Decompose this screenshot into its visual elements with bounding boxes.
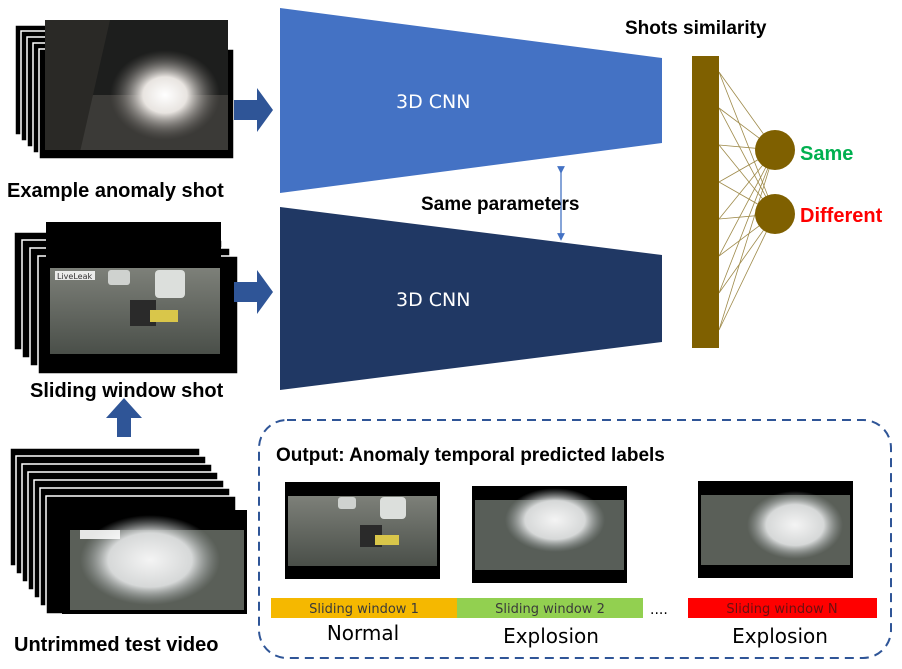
window-label-n: Sliding window N [726,602,837,617]
thumbnail-window-n [698,481,853,578]
cnn-top-label: 3D CNN [396,91,470,113]
same-parameters-label: Same parameters [421,194,579,215]
arrow-right-icon [234,270,273,314]
example-shot-stack [14,20,235,160]
cnn-bottom-label: 3D CNN [396,289,470,311]
prediction-1: Normal [327,621,399,645]
sliding-shot-label: Sliding window shot [30,380,224,402]
thumbnail-window-2 [472,486,627,583]
prediction-n: Explosion [732,624,828,648]
window-label-1: Sliding window 1 [309,602,419,617]
output-title: Output: Anomaly temporal predicted label… [276,445,665,466]
window-bar-n: Sliding window N [688,598,877,618]
different-node [755,194,795,234]
ellipsis-text: .... [650,602,668,618]
untrimmed-video-label: Untrimmed test video [14,634,218,656]
same-node [755,130,795,170]
window-bar-2: Sliding window 2 [457,598,643,618]
similarity-bar [692,56,719,348]
output-panel [258,419,892,659]
same-label: Same [800,143,853,165]
arrow-up-icon [106,398,142,437]
example-shot-label: Example anomaly shot [7,180,224,202]
prediction-2: Explosion [503,624,599,648]
different-label: Different [800,205,883,227]
cnn-bottom-block [280,207,662,390]
window-bar-1: Sliding window 1 [271,598,457,618]
watermark-text: LiveLeak [57,272,92,281]
thumbnail-window-1 [285,482,440,579]
untrimmed-video-stack [9,447,247,615]
sliding-shot-stack: LiveLeak [13,222,239,375]
window-label-2: Sliding window 2 [495,602,605,617]
arrow-right-icon [234,88,273,132]
shots-similarity-label: Shots similarity [625,18,767,39]
cnn-top-block [280,8,662,193]
